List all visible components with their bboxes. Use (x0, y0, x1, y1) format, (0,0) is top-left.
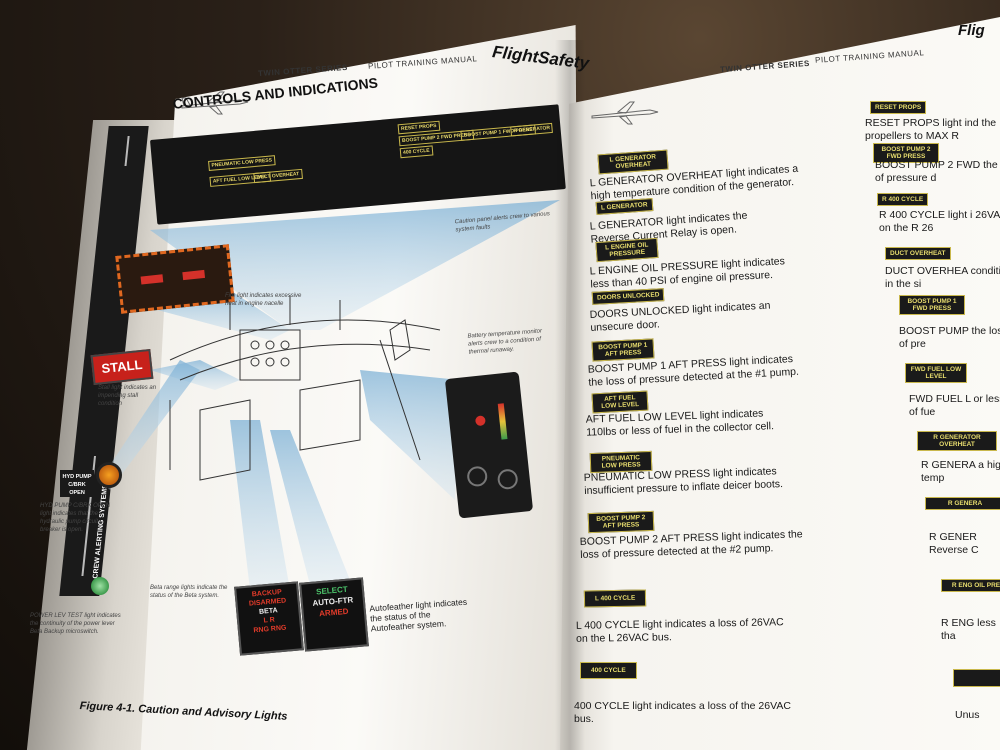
hyd-pump-light: HYD PUMP C/BRK OPEN (60, 470, 94, 497)
fire-panel-note: Fire light indicates excessive heat in e… (225, 293, 302, 307)
desc-r-generator: R GENER Reverse C (929, 531, 979, 556)
power-lev-test-lamp (91, 577, 109, 595)
beta-range-lights: BACKUP DISARMED BETA L R RNG RNG (234, 581, 304, 656)
tag-r-eng-oil: R ENG OIL PRE (941, 579, 1000, 592)
desc-r-gen-overheat: R GENERA a high temp (921, 459, 1000, 484)
battery-temperature-monitor (444, 371, 534, 519)
annunciator-aft-fuel: AFT FUEL LOW LEVEL (209, 171, 271, 187)
autofeather-lights: SELECT AUTO-FTR ARMED (299, 577, 369, 652)
stall-note: Stall light indicates an impending stall… (98, 385, 157, 407)
hyd-note: HYD PUMP C/BRK OPEN light indicates that… (40, 503, 111, 533)
desc-400-cycle: 400 CYCLE light indicates a loss of the … (574, 700, 791, 725)
annunciator-pneumatic: PNEUMATIC LOW PRESS (208, 155, 276, 171)
tag-r-generator: R GENERA (925, 497, 1000, 510)
tag-r-gen-overheat: R GENERATOR OVERHEAT (917, 431, 997, 451)
desc-l-400-cycle: L 400 CYCLE light indicates a loss of 26… (575, 616, 784, 645)
tag-boost-pump-1-aft: BOOST PUMP 1 AFT PRESS (591, 338, 655, 362)
annunciator-400-cycle: 400 CYCLE (399, 145, 434, 159)
tag-aft-fuel: AFT FUEL LOW LEVEL (591, 390, 649, 414)
tag-400-cycle: 400 CYCLE (580, 662, 637, 679)
tag-r-400-cycle: R 400 CYCLE (877, 193, 929, 206)
annunciator-r-generator: R GENERATOR (510, 122, 554, 137)
stall-light: STALL (90, 348, 154, 386)
tag-boost-pump-2-aft: BOOST PUMP 2 AFT PRESS (587, 510, 655, 534)
right-column-2: RESET PROPS RESET PROPS light ind the pr… (865, 95, 1000, 750)
fire-warning-panel (115, 244, 235, 314)
amber-indicator-lamp (96, 462, 122, 488)
power-lev-note: POWER LEV TEST light indicates the conti… (30, 613, 121, 635)
plane-icon (181, 91, 249, 115)
desc-duct-overheat: DUCT OVERHEA condition in the si (885, 265, 1000, 290)
desc-unus: Unus (955, 709, 980, 721)
desc-boost-pump-2-fwd: BOOST PUMP 2 FWD the loss of pressure d (875, 159, 1000, 184)
desc-fwd-fuel: FWD FUEL L or less of fue (909, 393, 1000, 418)
tag-boost-pump-1-fwd: BOOST PUMP 1 FWD PRESS (899, 295, 965, 315)
flightsafety-logo-right: Flig (958, 22, 985, 39)
beta-note: Beta range lights indicate the status of… (150, 585, 228, 599)
tag-reset-props: RESET PROPS (870, 101, 927, 114)
book-gutter (555, 40, 585, 750)
plane-icon-right (591, 101, 659, 125)
desc-r-400-cycle: R 400 CYCLE light i 26VAC on the R 26 (879, 209, 1000, 234)
desc-reset-props: RESET PROPS light ind the propellers to … (865, 117, 997, 142)
desc-r-eng-oil: R ENG less tha (941, 617, 996, 642)
tag-l-400-cycle: L 400 CYCLE (583, 589, 647, 608)
tag-fwd-fuel: FWD FUEL LOW LEVEL (905, 363, 967, 383)
tag-duct-overheat: DUCT OVERHEAT (885, 247, 951, 260)
desc-boost-pump-1-fwd: BOOST PUMP the loss of pre (899, 325, 1000, 350)
tag-boost-pump-2-fwd: BOOST PUMP 2 FWD PRESS (873, 143, 939, 163)
tag-unlabeled-bar (953, 669, 1000, 687)
